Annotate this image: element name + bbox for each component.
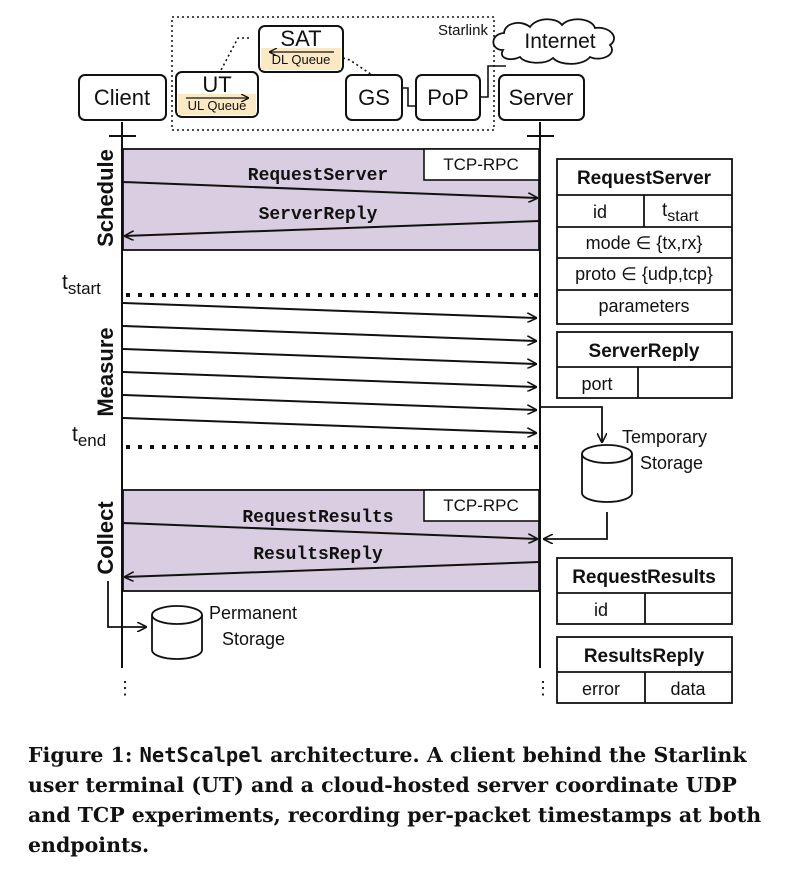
client-ellipsis: ⋮	[116, 678, 134, 698]
results-reply-field-data: data	[670, 679, 706, 699]
starlink-label: Starlink	[438, 22, 489, 39]
request-results-field-id: id	[594, 600, 608, 620]
request-server-field-tstart: tstart	[662, 200, 699, 225]
request-results-table	[556, 557, 733, 625]
t-start-sub: start	[68, 279, 101, 298]
probe-arrow-4	[122, 371, 536, 387]
sat-dl-queue	[261, 48, 341, 70]
architecture-diagram: Starlink Client UT UL Queue SAT DL Queue…	[62, 16, 733, 704]
request-server-field-t-sub: start	[667, 208, 699, 225]
results-reply-table-title: ResultsReply	[584, 646, 705, 667]
server-reply-table-title: ServerReply	[589, 341, 700, 362]
results-reply-field-error: error	[582, 679, 620, 699]
schedule-rpc-label: TCP-RPC	[443, 155, 519, 174]
request-results-arrow	[122, 522, 537, 539]
t-start-label: tstart	[62, 271, 101, 298]
temporary-storage-label-2: Storage	[640, 453, 703, 473]
server-ellipsis: ⋮	[534, 678, 552, 698]
measure-phase-label: Measure	[93, 327, 118, 416]
probe-arrow-6	[122, 417, 536, 433]
ut-ul-queue-label: UL Queue	[188, 98, 247, 113]
temporary-storage-label-1: Temporary	[622, 427, 707, 447]
request-server-field-mode: mode ∈ {tx,rx}	[586, 233, 703, 253]
server-label: Server	[509, 85, 574, 110]
to-permanent-storage-arrow	[107, 581, 146, 627]
schedule-rpc-tag	[423, 148, 540, 181]
server-reply-field-port: port	[581, 374, 612, 394]
permanent-storage-icon	[151, 605, 203, 660]
request-server-label: RequestServer	[248, 166, 388, 186]
from-temporary-storage-arrow	[544, 512, 608, 539]
permanent-storage-label-1: Permanent	[209, 603, 297, 623]
probe-arrow-1	[122, 302, 536, 318]
client-node	[78, 74, 167, 121]
starlink-region	[171, 16, 495, 131]
topology-links	[219, 37, 506, 107]
probe-arrow-5	[122, 394, 536, 410]
results-reply-label: ResultsReply	[253, 545, 383, 565]
sat-label: SAT	[280, 26, 321, 51]
to-temporary-storage-arrow	[540, 406, 602, 442]
request-server-table-title: RequestServer	[577, 168, 712, 189]
t-end-t: t	[72, 423, 78, 446]
request-server-field-id: id	[593, 202, 607, 222]
measure-probe-arrows	[122, 302, 536, 433]
request-server-arrow	[122, 181, 537, 198]
results-reply-arrow	[125, 561, 540, 577]
figure-caption: Figure 1: NetScalpel architecture. A cli…	[28, 740, 773, 860]
server-reply-table	[556, 331, 733, 399]
collect-rpc-label: TCP-RPC	[443, 496, 519, 515]
caption-system-name: NetScalpel	[139, 743, 263, 767]
request-server-field-parameters: parameters	[598, 296, 689, 316]
t-end-sub: end	[78, 431, 106, 450]
request-server-field-proto: proto ∈ {udp,tcp}	[575, 264, 713, 284]
t-end-label: tend	[72, 423, 106, 450]
caption-text: architecture. A client behind the Starli…	[28, 743, 762, 857]
collect-phase-label: Collect	[93, 501, 118, 575]
ut-label: UT	[202, 72, 231, 97]
t-start-t: t	[62, 271, 68, 294]
probe-arrow-3	[122, 348, 536, 364]
gs-node	[345, 74, 403, 121]
internet-label: Internet	[524, 30, 595, 53]
sat-dl-queue-label: DL Queue	[272, 52, 331, 67]
collect-rpc-tag	[423, 489, 540, 522]
client-label: Client	[94, 85, 150, 110]
server-reply-label: ServerReply	[259, 205, 378, 225]
server-node	[498, 74, 585, 121]
gs-label: GS	[358, 85, 390, 110]
internet-cloud	[492, 18, 615, 65]
temporary-storage-icon	[581, 444, 633, 503]
results-reply-table	[556, 636, 733, 704]
request-server-table	[556, 158, 733, 325]
probe-arrow-2	[122, 325, 536, 341]
schedule-phase-label: Schedule	[93, 149, 118, 247]
request-server-field-t: t	[662, 200, 668, 221]
pop-label: PoP	[427, 85, 469, 110]
ut-ul-queue	[178, 94, 256, 115]
request-results-table-title: RequestResults	[572, 567, 716, 588]
request-results-label: RequestResults	[242, 508, 393, 528]
caption-prefix: Figure 1:	[28, 743, 140, 767]
permanent-storage-label-2: Storage	[222, 629, 285, 649]
server-reply-arrow	[125, 220, 540, 236]
